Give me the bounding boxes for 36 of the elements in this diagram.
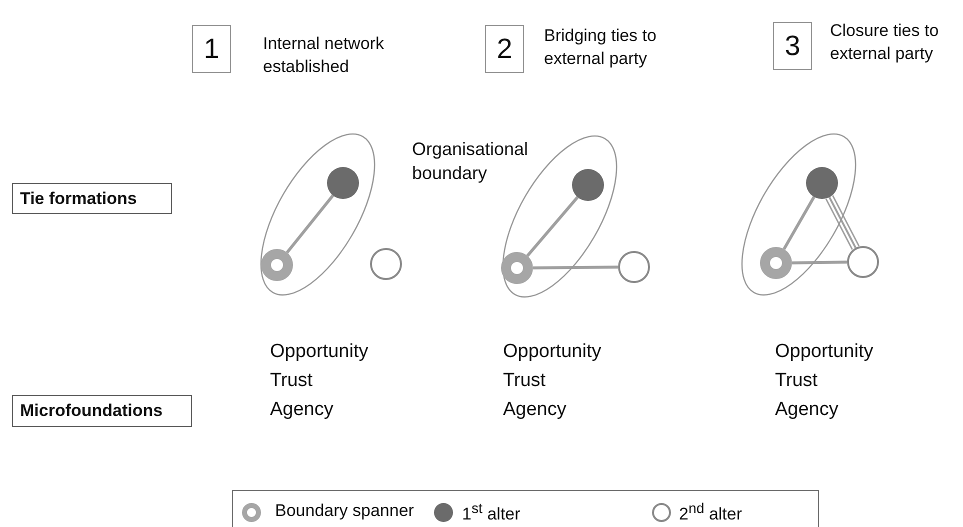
factor-label: Trust bbox=[503, 370, 546, 392]
step-number: 1 bbox=[192, 25, 231, 73]
row-label: Microfoundations bbox=[12, 395, 192, 427]
factor-label: Opportunity bbox=[503, 341, 602, 363]
row-label: Tie formations bbox=[12, 183, 172, 214]
step-caption: Bridging ties to external party bbox=[544, 25, 658, 70]
factor-label: Opportunity bbox=[270, 341, 368, 363]
open-node bbox=[847, 246, 879, 278]
step-caption: Internal network established bbox=[263, 33, 385, 78]
ring-node bbox=[760, 246, 792, 279]
open-node bbox=[370, 248, 402, 280]
factor-label: Agency bbox=[270, 399, 334, 421]
ring-node bbox=[260, 248, 293, 281]
boundary-label: Organisational boundary bbox=[412, 138, 530, 186]
step-caption: Closure ties to external party bbox=[830, 20, 940, 65]
step-number: 2 bbox=[485, 25, 524, 73]
tie-line bbox=[782, 196, 816, 250]
factor-label: Agency bbox=[775, 399, 838, 421]
tie-line bbox=[532, 266, 618, 270]
factor-label: Opportunity bbox=[775, 341, 874, 363]
factor-label: Trust bbox=[270, 370, 313, 392]
tie-line bbox=[792, 260, 848, 264]
factor-label: Trust bbox=[775, 370, 818, 392]
filled-node bbox=[326, 166, 359, 199]
ring-node bbox=[501, 252, 533, 284]
tie-line bbox=[526, 196, 579, 257]
legend-text: 1$^{st}$ alter bbox=[462, 501, 520, 525]
filled-node bbox=[572, 168, 604, 201]
triple-tie-line bbox=[825, 195, 860, 250]
filled-node bbox=[806, 166, 838, 199]
step-number: 3 bbox=[773, 22, 812, 70]
open-node bbox=[618, 251, 650, 283]
legend-text: 2$^{nd}$ alter bbox=[679, 501, 742, 525]
legend-text: Boundary spanner bbox=[275, 501, 414, 521]
factor-label: Agency bbox=[503, 399, 566, 421]
tie-line bbox=[286, 194, 334, 254]
